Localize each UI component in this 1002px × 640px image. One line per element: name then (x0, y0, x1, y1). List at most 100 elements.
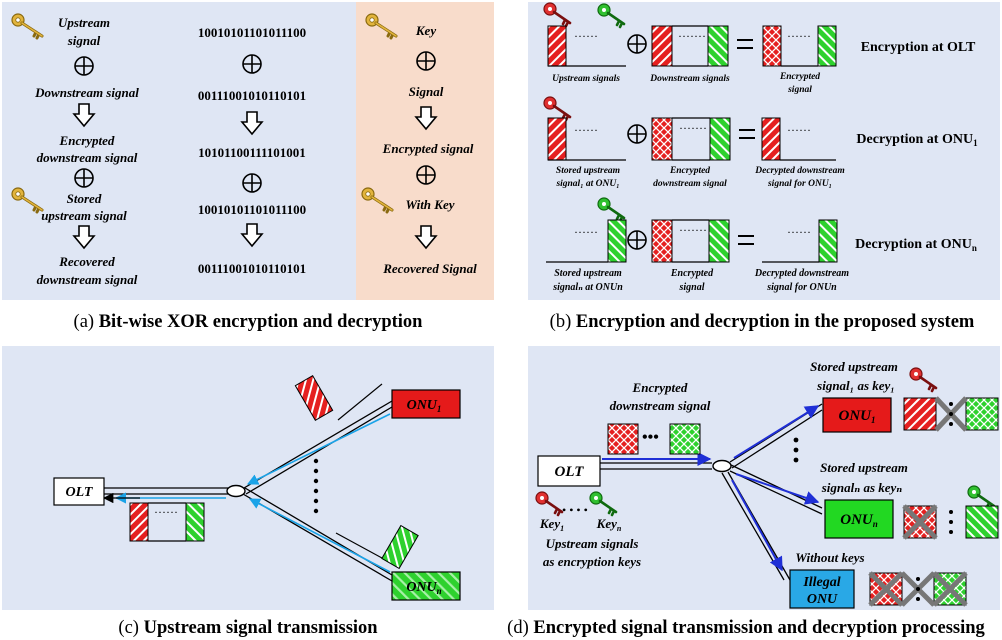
key1-label: Key1 (539, 516, 564, 533)
onu1-label: ONU1 (839, 408, 876, 425)
signal-label: Stored upstream (554, 268, 622, 279)
signal-label: signal₁ at ONU₁ (555, 179, 619, 189)
illegal-onu-label: Illegal (802, 575, 840, 590)
dots: • • • • (562, 503, 588, 517)
xor-symbol (242, 54, 262, 74)
signal-label: Decrypted downstream (754, 166, 844, 176)
col3-text: With Key (406, 197, 455, 212)
olt-label: OLT (66, 485, 94, 500)
col1-text: signal (67, 33, 101, 48)
xor-symbol (416, 165, 436, 185)
olt-label: OLT (555, 464, 585, 480)
col3-text: Encrypted signal (382, 141, 474, 156)
more-onus-dots (793, 437, 799, 463)
stored1-label: signal₁ as key₁ (816, 378, 895, 393)
splitter (712, 459, 732, 473)
xor-symbol (627, 34, 647, 54)
col3-text: Key (415, 23, 436, 38)
row-title: Encryption at OLT (861, 40, 976, 55)
col1-text: downstream signal (37, 272, 138, 287)
signal-label: downstream signal (653, 179, 727, 189)
enc-label: downstream signal (610, 398, 711, 413)
dots: ······ (787, 225, 811, 239)
panel-a: Upstream signal Downstream signal Encryp… (2, 2, 494, 332)
signal-label: Stored upstream (556, 166, 620, 176)
signal-label: Upstream signals (552, 74, 620, 84)
more-onus-dots (313, 458, 319, 514)
onu1-label: ONU1 (407, 398, 442, 414)
decrypted-onu1 (903, 396, 999, 432)
bitstring: 10010101101011100 (198, 25, 306, 40)
caption-d: (d) Encrypted signal transmission and de… (507, 618, 985, 638)
caption-b: (b) Encryption and decryption in the pro… (550, 312, 975, 332)
illegal-onu-box (789, 569, 855, 609)
signal-label: signal for ONU₁ (767, 179, 832, 189)
onun-label: ONUn (840, 512, 878, 529)
dots: ······· (679, 223, 707, 237)
signal-label: Encrypted (669, 166, 710, 176)
dots: ······ (154, 505, 178, 519)
dots: ······ (787, 123, 811, 137)
undecrypted-illegal (868, 571, 968, 607)
col1-text: Upstream (58, 15, 110, 30)
dots: ······ (574, 123, 598, 137)
col1-text: upstream signal (41, 208, 127, 223)
onun-label: ONUn (406, 580, 441, 596)
signal-label: signal (678, 282, 704, 293)
storedn-label: Stored upstream (820, 460, 908, 475)
col1-text: downstream signal (37, 150, 138, 165)
signal-label: signalₙ at ONUn (552, 282, 623, 293)
caption-c: (c) Upstream signal transmission (118, 618, 378, 638)
without-keys-label: Without keys (795, 550, 864, 565)
dots: ······· (679, 121, 707, 135)
signal-label: signal (787, 85, 812, 95)
signal-label: signal for ONUn (766, 282, 837, 293)
signal-label: Decrypted downstream (754, 268, 849, 279)
panel-d: OLT Encrypted downstream signal ••• • • … (507, 346, 1000, 638)
col1-text: Recovered (58, 254, 115, 269)
keys-label: as encryption keys (543, 554, 641, 569)
col3-text: Recovered Signal (382, 261, 477, 276)
col1-text: Stored (67, 191, 102, 206)
xor-symbol (627, 230, 647, 250)
caption-a: (a) Bit-wise XOR encryption and decrypti… (74, 312, 424, 332)
dots: ······ (787, 29, 811, 43)
onun-box (824, 499, 894, 539)
keyn-label: Keyn (596, 516, 622, 533)
dots: ······ (574, 29, 598, 43)
xor-symbol (74, 168, 94, 188)
col3-text: Signal (409, 84, 444, 99)
onu1-box (391, 389, 461, 419)
storedn-label: signalₙ as keyₙ (821, 480, 903, 495)
dots: ••• (642, 429, 659, 446)
row-title: Decryption at ONUn (855, 237, 977, 253)
keys-label: Upstream signals (546, 536, 639, 551)
splitter (226, 484, 246, 498)
panel-c: OLT ······ ONU1 ONUn (c) Upstream signal… (2, 346, 494, 638)
col1-text: Downstream signal (34, 85, 139, 100)
panel-b: ······ ······· ······ Upstream signals D… (528, 1, 1000, 332)
decrypted-onun (902, 504, 999, 540)
dots: ······· (678, 29, 706, 43)
row-title: Decryption at ONU1 (856, 132, 978, 148)
bitstring: 10101100111101001 (198, 145, 306, 160)
signal-label: Downstream signals (649, 74, 730, 84)
signal-label: Encrypted (779, 72, 820, 82)
bitstring: 10010101101011100 (198, 202, 306, 217)
xor-symbol (416, 51, 436, 71)
col1-text: Encrypted (59, 133, 115, 148)
onun-box (391, 571, 461, 601)
xor-symbol (242, 173, 262, 193)
xor-symbol (74, 56, 94, 76)
row-decryption-onu1: ······ ······· ······ Stored upstream si… (547, 117, 978, 189)
xor-symbol (627, 124, 647, 144)
bitstring: 00111001010110101 (198, 88, 306, 103)
onu1-box (822, 397, 892, 433)
olt-box (53, 477, 105, 506)
illegal-onu-label: ONU (807, 592, 838, 607)
bitstring: 00111001010110101 (198, 261, 306, 276)
enc-label: Encrypted (632, 380, 688, 395)
row-decryption-onun: ······ ······· ······ Stored upstream si… (546, 219, 977, 293)
signal-label: Encrypted (670, 268, 714, 279)
dots: ······ (574, 225, 598, 239)
